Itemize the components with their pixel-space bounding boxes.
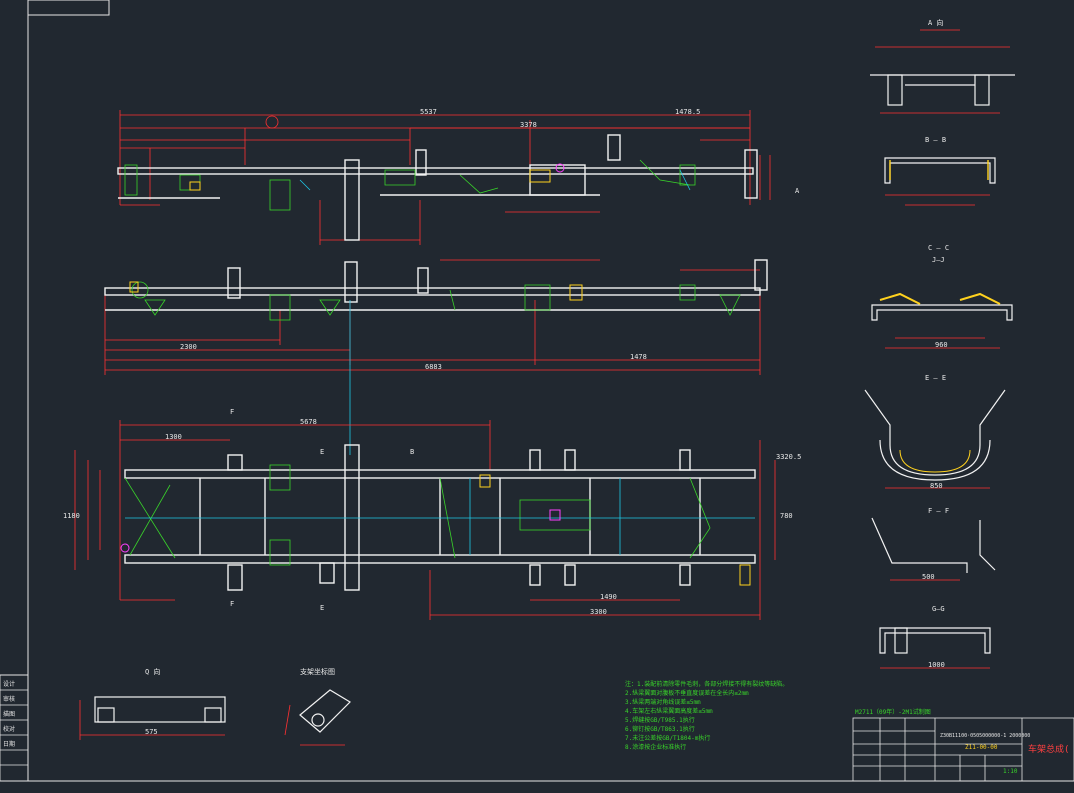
dim-mid-middle: 2300 (180, 343, 197, 351)
section-label-c: C — C (928, 244, 950, 252)
section-label-detail: 支架坐标图 (300, 668, 335, 676)
section-f (871, 517, 996, 573)
side-view-middle (104, 259, 768, 375)
dim-section-e: 850 (930, 482, 943, 490)
dim-plan-right: 3320.5 (776, 453, 802, 461)
section-label-j: J—J (932, 256, 945, 264)
view-letter-e1: E (320, 448, 325, 456)
left-strip-table (0, 674, 29, 782)
side-view-top (117, 110, 771, 245)
dim-width-plan: 1180 (63, 512, 80, 520)
dim-front-plan: 1300 (165, 433, 182, 441)
section-e (864, 389, 1006, 481)
section-label-g: G—G (932, 605, 945, 613)
note-line: 4.车架左右纵梁翼面高度差≤5mm (625, 708, 713, 715)
detail-view (299, 689, 351, 733)
dim-overall-top: 5537 (420, 108, 437, 116)
note-line: 8.涂漆按企业标准执行 (625, 744, 687, 751)
left-strip-label: 描图 (3, 711, 16, 718)
drawing-name: 车架总成( (1028, 745, 1070, 755)
title-block-code: Z30B11100·0505000000-1 2000000 (940, 733, 1031, 739)
dim-section-f: 500 (922, 573, 935, 581)
note-line: 3.纵梁两端对角线误差≤5mm (625, 699, 701, 706)
q-view (94, 696, 226, 723)
section-label-f: F — F (928, 507, 950, 515)
section-g (879, 627, 991, 654)
dim-width-inner: 780 (780, 512, 793, 520)
title-block (852, 717, 1074, 782)
note-line: 7.未注公差按GB/T1804-m执行 (625, 735, 711, 742)
note-line: 2.纵梁翼面对腹板不垂直度误差在全长内≤2mm (625, 690, 749, 697)
dim-front-top: 1478.5 (675, 108, 701, 116)
section-label-q: Q 向 (145, 668, 161, 676)
view-letter-e2: E (320, 604, 325, 612)
note-line: 6.铆钉按GB/T863.1执行 (625, 726, 695, 733)
section-c (871, 304, 1013, 321)
dim-overall-plan: 5678 (300, 418, 317, 426)
dim-overall-middle: 6883 (425, 363, 442, 371)
technical-notes: 注：1.装配前清除零件毛刺，各部分焊接不得有裂纹等缺陷。 2.纵梁翼面对腹板不垂… (625, 680, 788, 752)
section-label-e: E — E (925, 374, 947, 382)
dim-rear-middle: 1478 (630, 353, 647, 361)
dim-rear-top: 3378 (520, 121, 537, 129)
note-line: 注：1.装配前清除零件毛刺，各部分焊接不得有裂纹等缺陷。 (625, 681, 789, 688)
note-line: 5.焊缝按GB/T985.1执行 (625, 717, 695, 724)
view-letter-a: A (795, 187, 800, 195)
section-a (870, 74, 1015, 106)
dim-rear-plan: 3300 (590, 608, 607, 616)
view-letter-b: B (410, 448, 415, 456)
view-letter-f2: F (230, 600, 235, 608)
left-strip-label: 日期 (3, 741, 16, 748)
plan-view (74, 420, 776, 620)
left-strip-label: 审核 (3, 696, 16, 703)
view-letter-f1: F (230, 408, 235, 416)
dim-q-view: 575 (145, 728, 158, 736)
dim-section-c: 960 (935, 341, 948, 349)
stamp-text: M2711（09年）-2M1试制图 (855, 709, 931, 716)
drawing-number: Z11-00-00 (965, 744, 998, 751)
left-strip-label: 校对 (3, 726, 16, 733)
section-b (884, 157, 996, 184)
section-label-b: B — B (925, 136, 947, 144)
drawing-scale: 1:10 (1003, 768, 1018, 775)
dim-axle-plan: 1490 (600, 593, 617, 601)
section-label-a: A 向 (928, 19, 944, 27)
dim-section-g: 1000 (928, 661, 945, 669)
left-strip-label: 设计 (3, 681, 16, 688)
